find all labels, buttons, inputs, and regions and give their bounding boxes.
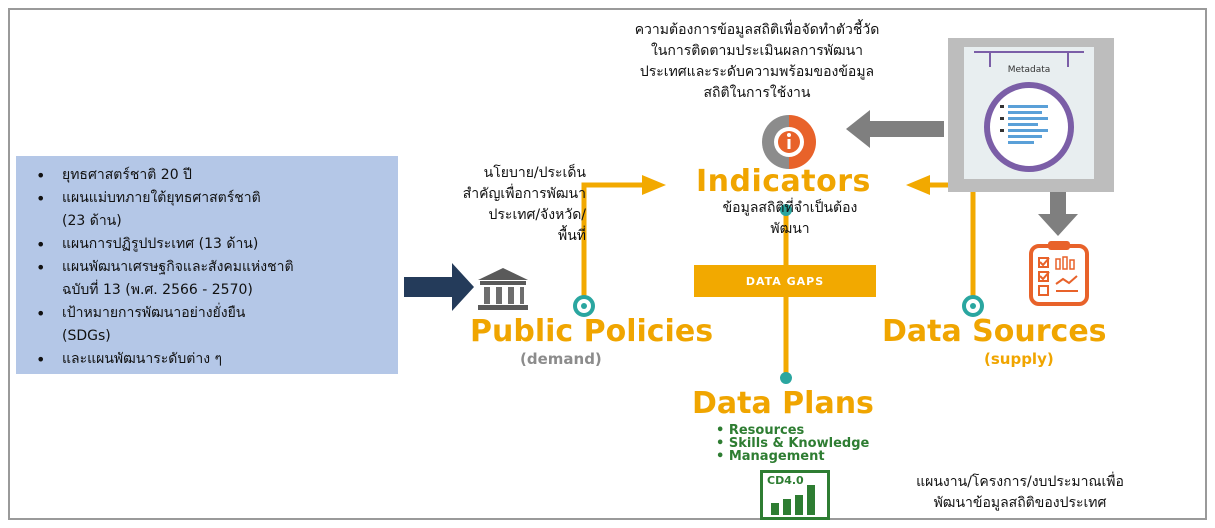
bars	[771, 485, 815, 515]
data-sources-title: Data Sources	[882, 314, 1107, 349]
list-item: ยุทธศาสตร์ชาติ 20 ปี	[36, 164, 388, 187]
list-item: • Skills & Knowledge	[716, 436, 870, 451]
list-item: เป้าหมายการพัฒนาอย่างยั่งยืน(SDGs)	[36, 302, 388, 348]
gray-arrow-left	[846, 110, 944, 148]
data-plans-list: • Resources • Skills & Knowledge • Manag…	[716, 424, 869, 463]
metadata-circle	[984, 53, 1074, 172]
indicators-title: Indicators	[696, 164, 871, 199]
policy-arrow-head	[642, 175, 666, 195]
data-gaps-box: DATA GAPS	[694, 265, 876, 297]
metadata-label: Metadata	[1007, 65, 1051, 75]
list-item: และแผนพัฒนาระดับต่าง ๆ	[36, 348, 388, 371]
indicators-dot	[780, 204, 792, 216]
list-item: • Management	[716, 449, 825, 464]
navy-arrow	[404, 263, 474, 311]
bar-chart-icon: CD4.0	[760, 470, 830, 520]
gray-arrow-down	[1038, 192, 1078, 236]
list-item: แผนพัฒนาเศรษฐกิจและสังคมแห่งชาติฉบับที่ …	[36, 256, 388, 302]
public-policies-title: Public Policies	[470, 314, 714, 349]
policy-to-indicators-line	[581, 182, 642, 300]
cd-badge-label: CD4.0	[767, 474, 804, 487]
metadata-document-icon: Metadata	[964, 47, 1094, 179]
supply-label: (supply)	[984, 350, 1054, 368]
national-plans-list: ยุทธศาสตร์ชาติ 20 ปี แผนแม่บทภายใต้ยุทธศ…	[16, 156, 398, 374]
government-building-icon	[478, 268, 528, 310]
list-item: แผนการปฏิรูปประเทศ (13 ด้าน)	[36, 233, 388, 256]
sources-to-indicators-line	[930, 182, 976, 300]
sources-arrow-head	[906, 175, 930, 195]
policy-issue-note: นโยบาย/ประเด็น สำคัญเพื่อการพัฒนา ประเทศ…	[462, 165, 586, 244]
data-plans-title: Data Plans	[692, 386, 874, 421]
plans-budget-note: แผนงาน/โครงการ/งบประมาณเพื่อ พัฒนาข้อมูล…	[916, 474, 1124, 511]
list-item: แผนแม่บทภายใต้ยุทธศาสตร์ชาติ(23 ด้าน)	[36, 187, 388, 233]
indicators-note: ข้อมูลสถิติที่จำเป็นต้อง พัฒนา	[722, 200, 858, 237]
list-item: • Resources	[716, 423, 805, 438]
info-icon	[762, 115, 816, 169]
demand-label: (demand)	[520, 350, 602, 368]
plans-dot	[780, 372, 792, 384]
checklist-clipboard-icon	[1029, 241, 1089, 306]
indicator-need-note: ความต้องการข้อมูลสถิติเพื่อจัดทำตัวชี้วั…	[634, 22, 880, 101]
